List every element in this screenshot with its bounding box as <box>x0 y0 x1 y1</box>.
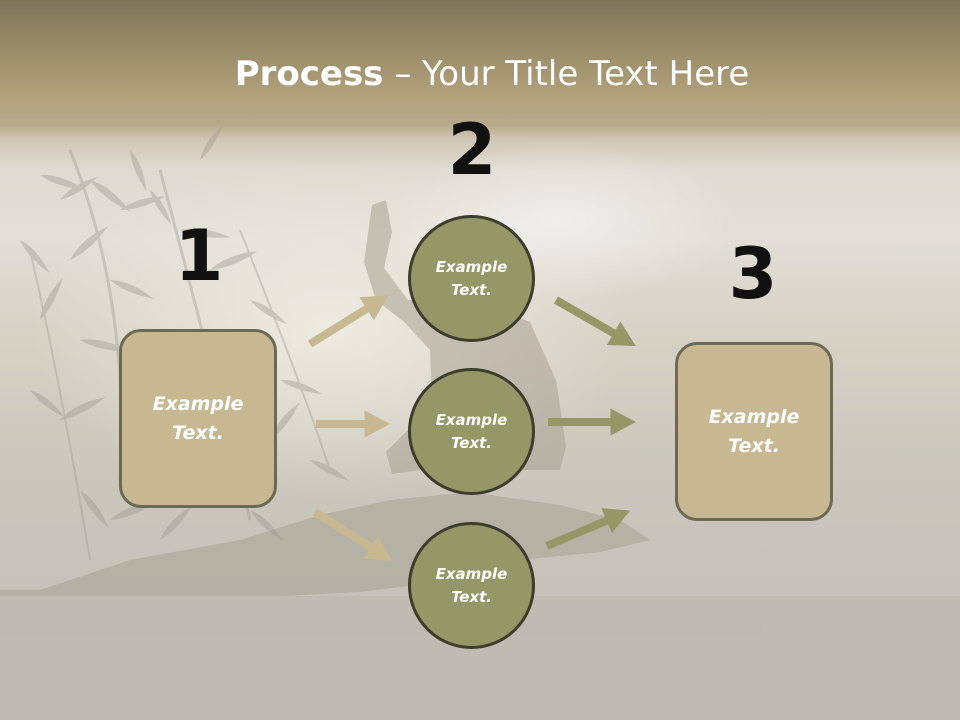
arrow-1-to-bottom <box>312 508 393 561</box>
step-number-1: 1 <box>174 215 224 297</box>
step-1-box: Example Text. <box>119 329 277 508</box>
step-2-circle-middle: Example Text. <box>408 368 535 495</box>
title-bold: Process <box>234 54 384 94</box>
arrow-bottom-to-3 <box>545 508 631 550</box>
slide-title: Process – Your Title Text Here <box>0 52 960 96</box>
step-3-box: Example Text. <box>675 342 833 521</box>
step-2-circle-bottom: Example Text. <box>408 522 535 649</box>
arrow-top-to-3 <box>554 296 636 346</box>
title-rest: – Your Title Text Here <box>383 54 750 94</box>
step-number-2: 2 <box>447 109 497 191</box>
step-number-3: 3 <box>728 233 778 315</box>
step-2-circle-top: Example Text. <box>408 215 535 342</box>
arrow-1-to-top <box>307 295 389 348</box>
